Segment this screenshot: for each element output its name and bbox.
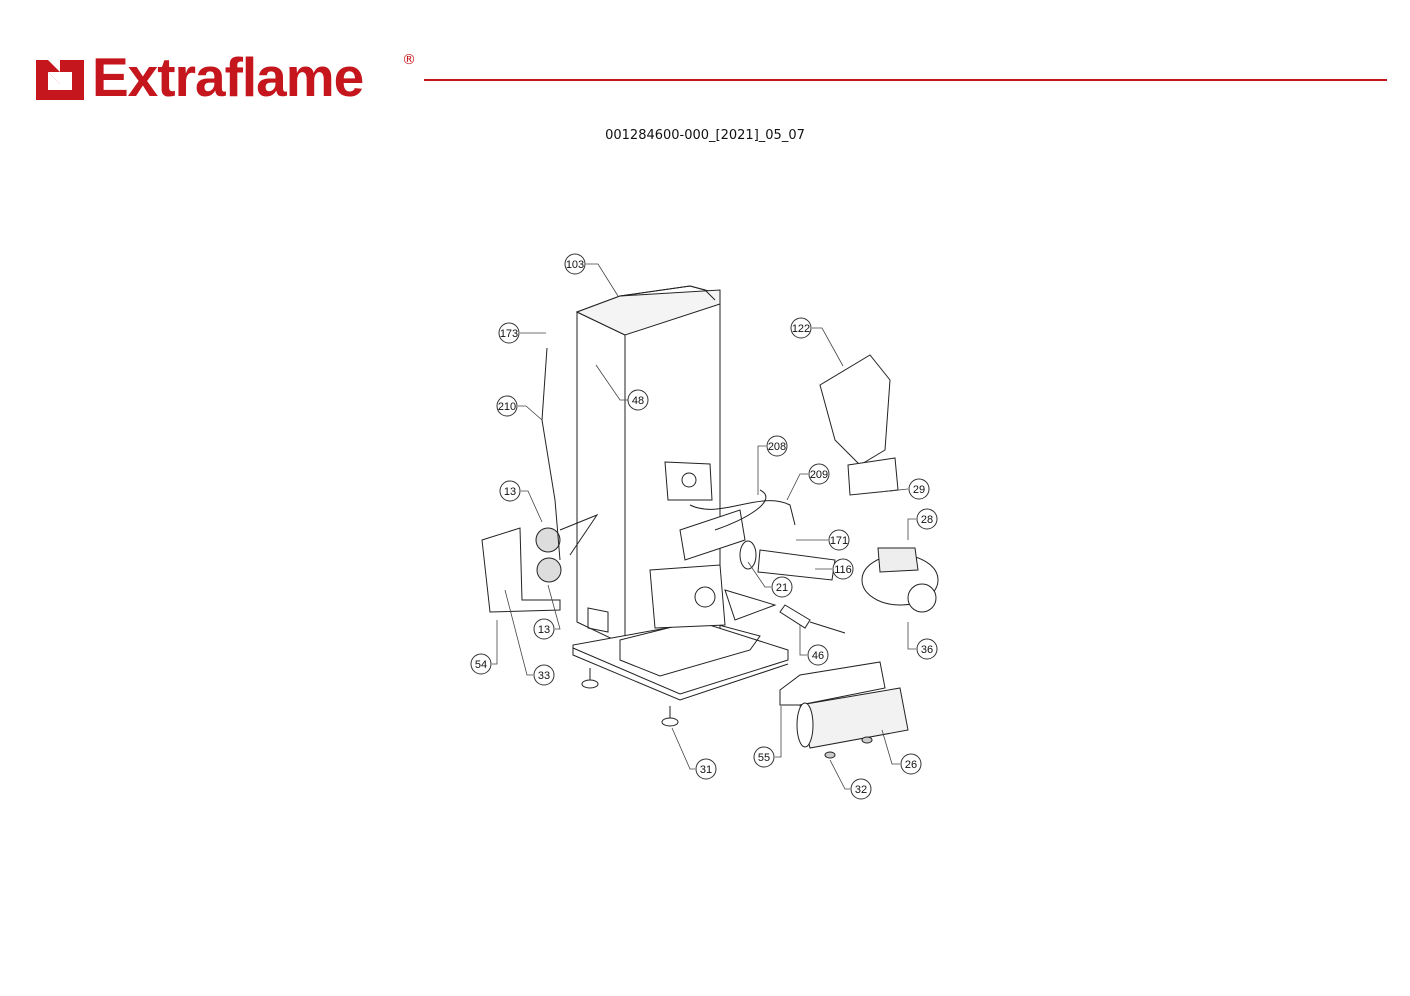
leader-lines — [492, 263, 916, 790]
callout-103: 103 — [564, 253, 586, 275]
callout-54: 54 — [470, 653, 492, 675]
callout-label: 28 — [921, 514, 933, 526]
callout-label: 13 — [538, 624, 550, 636]
callout-group: 103 173 48 210 122 208 209 29 28 13 171 116 21 13 36 46… — [470, 253, 938, 800]
callout-circle — [771, 576, 793, 598]
callout-label: 122 — [792, 323, 810, 335]
extraction-fan — [861, 547, 939, 613]
callout-circle — [828, 529, 850, 551]
callout-21: 21 — [771, 576, 793, 598]
callout-circle — [850, 778, 872, 800]
callout-circle — [916, 508, 938, 530]
callout-circle — [470, 653, 492, 675]
callout-label: 116 — [834, 564, 852, 576]
logo-mark-icon — [36, 60, 84, 100]
callout-circle — [916, 638, 938, 660]
igniter-tube — [739, 540, 846, 634]
callout-label: 208 — [768, 441, 786, 453]
callout-label: 31 — [700, 764, 712, 776]
callout-circle — [790, 317, 812, 339]
callout-29: 29 — [908, 478, 930, 500]
callout-circle — [695, 758, 717, 780]
callout-circle — [753, 746, 775, 768]
callout-210: 210 — [496, 395, 518, 417]
callout-label: 171 — [830, 535, 848, 547]
callout-label: 210 — [498, 401, 516, 413]
callout-circle — [766, 435, 788, 457]
document-code: 001284600-000_[2021]_05_07 — [605, 128, 805, 143]
callout-circle — [832, 558, 854, 580]
header-rule — [424, 79, 1387, 81]
callout-171: 171 — [828, 529, 850, 551]
side-bracket — [819, 354, 899, 496]
callout-28: 28 — [916, 508, 938, 530]
callout-209: 209 — [808, 463, 830, 485]
callout-label: 36 — [921, 644, 933, 656]
callout-33: 33 — [533, 664, 555, 686]
callout-circle — [533, 664, 555, 686]
callout-circle — [807, 644, 829, 666]
callout-circle — [496, 395, 518, 417]
callout-label: 55 — [758, 752, 770, 764]
callout-46: 46 — [807, 644, 829, 666]
callout-circle — [499, 480, 521, 502]
callout-26: 26 — [900, 753, 922, 775]
callout-label: 103 — [566, 259, 584, 271]
callout-31: 31 — [695, 758, 717, 780]
callout-label: 26 — [905, 759, 917, 771]
callout-circle — [564, 253, 586, 275]
brand-logo: Extraflame ® — [34, 46, 419, 108]
callout-label: 21 — [776, 582, 788, 594]
callout-48: 48 — [627, 389, 649, 411]
callout-label: 33 — [538, 670, 550, 682]
callout-circle — [900, 753, 922, 775]
callout-circle — [627, 389, 649, 411]
control-panel — [481, 347, 599, 613]
callout-label: 32 — [855, 784, 867, 796]
callout-label: 173 — [500, 328, 518, 340]
feet — [581, 668, 679, 727]
callout-circle — [498, 322, 520, 344]
burner-assembly — [649, 461, 796, 629]
callout-circle — [533, 618, 555, 640]
base-tray — [572, 619, 789, 701]
callout-122: 122 — [790, 317, 812, 339]
callout-label: 54 — [475, 659, 487, 671]
callout-circle — [908, 478, 930, 500]
callout-116: 116 — [832, 558, 854, 580]
callout-13: 13 — [533, 618, 555, 640]
callout-36: 36 — [916, 638, 938, 660]
callout-label: 46 — [812, 650, 824, 662]
callout-32: 32 — [850, 778, 872, 800]
registered-mark: ® — [402, 52, 416, 68]
brand-name: Extraflame — [92, 46, 364, 108]
callout-label: 13 — [504, 486, 516, 498]
callout-label: 48 — [632, 395, 644, 407]
callout-circle — [808, 463, 830, 485]
callout-label: 29 — [913, 484, 925, 496]
callout-13: 13 — [499, 480, 521, 502]
callout-55: 55 — [753, 746, 775, 768]
callout-label: 209 — [810, 469, 828, 481]
callout-208: 208 — [766, 435, 788, 457]
callout-173: 173 — [498, 322, 520, 344]
tangential-fan — [779, 661, 909, 759]
